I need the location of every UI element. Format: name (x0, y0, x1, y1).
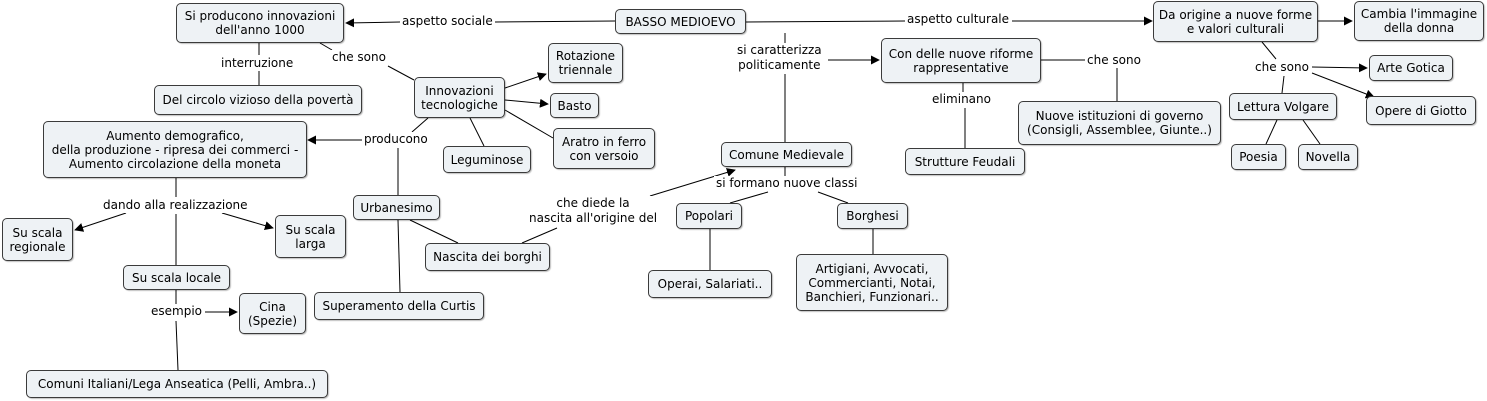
node-scala-locale[interactable]: Su scala locale (123, 265, 230, 290)
node-innovazioni-tecnologiche[interactable]: Innovazioni tecnologiche (414, 77, 505, 118)
node-artigiani[interactable]: Artigiani, Avvocati, Commercianti, Notai… (796, 254, 948, 311)
node-arte-gotica[interactable]: Arte Gotica (1369, 55, 1453, 81)
node-borghesi[interactable]: Borghesi (837, 203, 908, 229)
node-aumento-demografico[interactable]: Aumento demografico, della produzione - … (43, 121, 307, 178)
node-comuni-italiani[interactable]: Comuni Italiani/Lega Anseatica (Pelli, A… (26, 370, 328, 398)
label-che-sono-istituzioni: che sono (1085, 53, 1143, 68)
node-operai-salariati[interactable]: Operai, Salariati.. (648, 270, 772, 298)
label-producono: producono (362, 132, 430, 147)
node-poesia[interactable]: Poesia (1231, 144, 1286, 170)
node-comune-medievale[interactable]: Comune Medievale (721, 142, 852, 167)
node-nuove-riforme[interactable]: Con delle nuove riforme rappresentative (881, 38, 1041, 83)
label-aspetto-culturale: aspetto culturale (905, 12, 1012, 27)
node-leguminose[interactable]: Leguminose (443, 146, 531, 173)
node-cina-spezie[interactable]: Cina (Spezie) (239, 293, 306, 334)
label-interruzione: interruzione (219, 56, 296, 71)
label-nuove-classi: si formano nuove classi (714, 176, 860, 191)
node-nuove-forme-culturali[interactable]: Da origine a nuove forme e valori cultur… (1153, 1, 1318, 42)
node-immagine-donna[interactable]: Cambia l'immagine della donna (1354, 1, 1484, 41)
node-basto[interactable]: Basto (550, 93, 599, 118)
label-esempio: esempio (149, 304, 204, 319)
node-popolari[interactable]: Popolari (676, 203, 742, 229)
node-innovazioni-anno-1000[interactable]: Si producono innovazioni dell'anno 1000 (176, 3, 344, 43)
node-basso-medioevo[interactable]: BASSO MEDIOEVO (615, 9, 746, 34)
label-che-sono-culturali: che sono (1253, 60, 1311, 75)
node-circolo-vizioso[interactable]: Del circolo vizioso della povertà (154, 85, 362, 115)
node-novella[interactable]: Novella (1298, 144, 1358, 170)
node-superamento-curtis[interactable]: Superamento della Curtis (314, 292, 484, 320)
label-che-sono-tecno: che sono (330, 50, 388, 65)
node-nascita-borghi[interactable]: Nascita dei borghi (425, 243, 550, 271)
node-urbanesimo[interactable]: Urbanesimo (353, 195, 440, 220)
label-che-diede: che diede la nascita all'origine del (527, 196, 660, 226)
node-scala-regionale[interactable]: Su scala regionale (2, 218, 73, 261)
node-lettura-volgare[interactable]: Lettura Volgare (1229, 93, 1337, 120)
node-rotazione-triennale[interactable]: Rotazione triennale (548, 43, 623, 83)
node-opere-giotto[interactable]: Opere di Giotto (1366, 96, 1476, 125)
label-dando-realizzazione: dando alla realizzazione (101, 198, 250, 213)
label-aspetto-sociale: aspetto sociale (400, 14, 495, 29)
node-scala-larga[interactable]: Su scala larga (275, 215, 346, 258)
label-politicamente: si caratterizza politicamente (735, 43, 824, 73)
node-aratro[interactable]: Aratro in ferro con versoio (553, 128, 655, 169)
node-nuove-istituzioni[interactable]: Nuove istituzioni di governo (Consigli, … (1018, 101, 1221, 145)
label-eliminano: eliminano (930, 92, 993, 107)
node-strutture-feudali[interactable]: Strutture Feudali (905, 148, 1025, 175)
